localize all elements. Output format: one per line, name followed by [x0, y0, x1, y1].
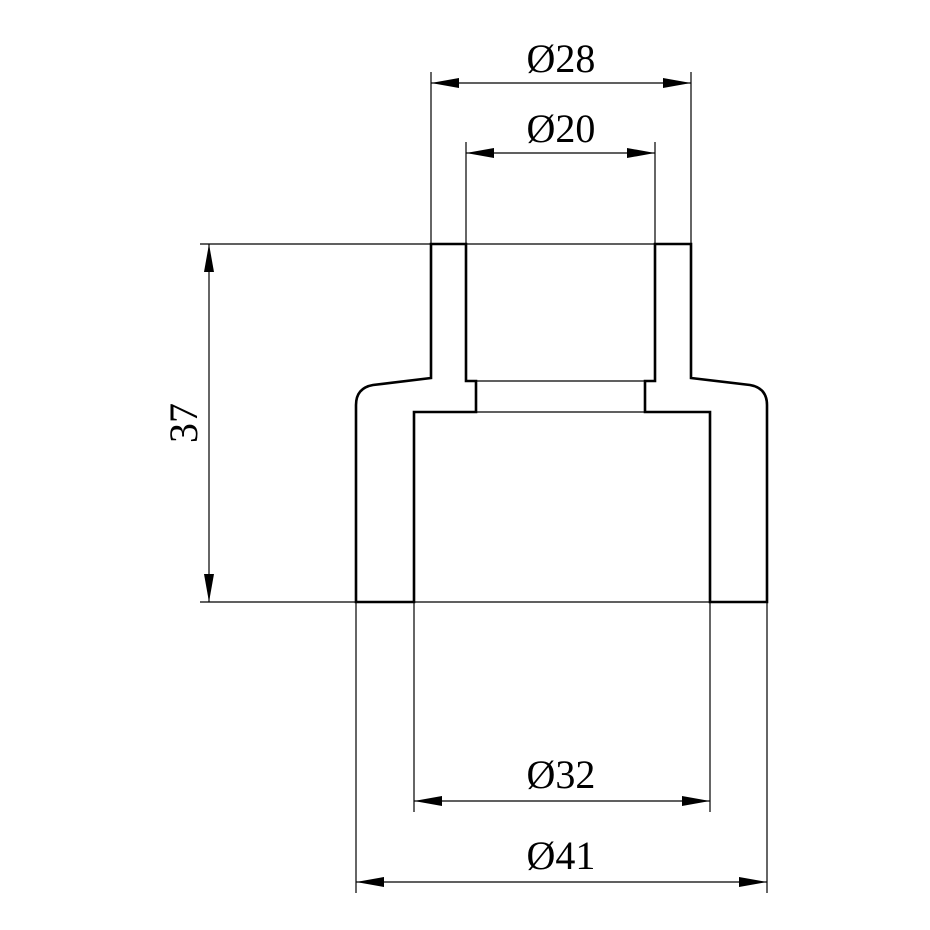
dimension-d28: Ø28	[431, 36, 691, 88]
dimension-height: 37	[161, 244, 214, 602]
arrowhead-icon	[204, 244, 214, 272]
arrowhead-icon	[627, 148, 655, 158]
arrowhead-icon	[663, 78, 691, 88]
fitting-section	[354, 242, 769, 604]
arrowhead-icon	[682, 796, 710, 806]
right-wall-section	[643, 242, 769, 604]
dimension-d41: Ø41	[356, 833, 767, 887]
dim-label-height: 37	[161, 403, 206, 443]
left-wall-section	[354, 242, 478, 604]
arrowhead-icon	[356, 877, 384, 887]
dim-label-d32: Ø32	[527, 752, 596, 797]
arrowhead-icon	[466, 148, 494, 158]
extension-lines	[200, 72, 768, 893]
arrowhead-icon	[431, 78, 459, 88]
dimension-d20: Ø20	[466, 106, 655, 158]
arrowhead-icon	[204, 574, 214, 602]
dim-label-d41: Ø41	[527, 833, 596, 878]
arrowhead-icon	[739, 877, 767, 887]
arrowhead-icon	[414, 796, 442, 806]
interior-edges	[414, 243, 710, 603]
dimension-d32: Ø32	[414, 752, 710, 806]
dim-label-d20: Ø20	[527, 106, 596, 151]
dim-label-d28: Ø28	[527, 36, 596, 81]
